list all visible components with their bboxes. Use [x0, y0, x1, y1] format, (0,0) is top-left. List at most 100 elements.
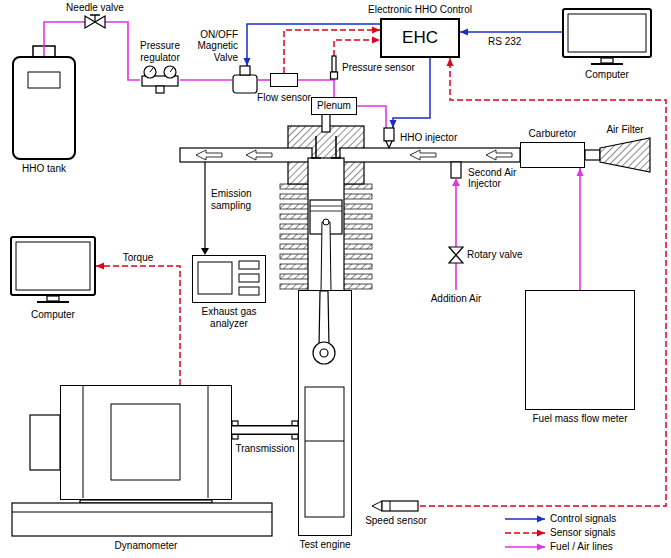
- arrow-head: [537, 544, 545, 551]
- monitor-stand: [37, 301, 69, 303]
- engine-crankcase-outline: [320, 349, 328, 357]
- node-label: HHO tank: [22, 163, 66, 175]
- speed-sensor-outline: [382, 501, 418, 511]
- pressure-sensor-outline: [330, 56, 338, 80]
- computer-monitor: Computer: [10, 236, 96, 296]
- engine-valves: [315, 136, 317, 158]
- gas-analyzer-outline: [239, 274, 259, 282]
- arrow-head: [537, 516, 545, 523]
- engine-crankcase-outline: [305, 441, 344, 442]
- node-label: Exhaust gas analyzer: [191, 306, 267, 329]
- node-label-holder: Carburetor: [529, 128, 577, 140]
- node-label-holder: ON/OFF Magnetic Valve: [178, 29, 238, 64]
- control-unit-box: Electronic HHO ControlEHC: [380, 18, 460, 58]
- node-label-holder: Computer: [585, 69, 629, 81]
- node-label: Pressure sensor: [342, 62, 415, 74]
- needle-valve-symbol: [90, 14, 100, 16]
- intake-pipe: [486, 150, 512, 160]
- node-label: Speed sensor: [365, 515, 427, 527]
- line-label: Torque: [121, 252, 156, 264]
- gas-tank: HHO tank: [12, 56, 76, 160]
- legend-label: Sensor signals: [550, 527, 616, 539]
- arrow-head: [96, 263, 104, 270]
- arrow-head: [372, 37, 380, 44]
- piston: [323, 219, 329, 225]
- engine-valves: [331, 157, 341, 159]
- speed-sensor-outline: [390, 501, 391, 511]
- gas-analyzer-outline: [239, 261, 259, 269]
- transmission-shaft: [232, 430, 298, 431]
- piston: [310, 200, 342, 292]
- arrow-head: [372, 27, 380, 34]
- dynamometer-body-outline: [61, 386, 233, 501]
- part-label: Emission sampling: [211, 188, 263, 211]
- arrow-head: [460, 29, 468, 36]
- node-label-holder: Test engine: [299, 539, 350, 551]
- engine-crankcase-outline: [299, 291, 353, 537]
- hho-injector-outline: [382, 128, 396, 148]
- legend-label-holder: Sensor signals: [550, 527, 616, 539]
- node-label: Carburetor: [529, 128, 577, 140]
- dynamometer-frame: [30, 415, 60, 470]
- intake-pipe: [340, 148, 520, 162]
- addition-air-pipe: [452, 178, 460, 290]
- second-air-injector-outline: [451, 162, 461, 178]
- gas-line: [357, 106, 386, 128]
- engine-crankcase-outline: [305, 387, 344, 517]
- node-label-holder: Pressure regulator: [134, 40, 186, 63]
- needle-valve-symbol: [95, 16, 105, 28]
- dynamometer-body: Dynamometer: [60, 385, 232, 500]
- gas-analyzer-outline: [239, 287, 259, 295]
- gas-tank-outline: [14, 58, 78, 162]
- node-label: HHO injector: [400, 132, 457, 144]
- arrow-head: [577, 168, 584, 176]
- second-air-injector-outline: [450, 162, 462, 178]
- arrow-head: [537, 530, 545, 537]
- needle-valve-symbol: [94, 15, 95, 22]
- pressure-sensor-outline: [331, 72, 338, 79]
- sensor-line: [96, 263, 180, 386]
- air-filter-outline: [600, 138, 650, 172]
- sampling-probe: [204, 162, 205, 248]
- magnetic-valve-outline: [233, 75, 257, 93]
- node-label-holder: Dynamometer: [115, 540, 178, 552]
- control-line: [460, 31, 562, 33]
- magnetic-valve-outline: [240, 66, 250, 75]
- gas-analyzer-outline: [193, 256, 267, 304]
- exhaust-pipe: [180, 148, 312, 162]
- piston: [321, 222, 331, 292]
- addition-air-pipe: [452, 178, 460, 186]
- computer-monitor-outline: [12, 238, 98, 298]
- transmission-shaft: [232, 425, 298, 435]
- node-label-holder: Speed sensor: [365, 515, 427, 527]
- sampling-probe: [201, 162, 209, 255]
- node-label-holder: HHO tank: [22, 163, 66, 175]
- speed-sensor: Speed sensor: [372, 500, 420, 512]
- rotary-valve-symbol: [449, 255, 463, 263]
- node-label: Electronic HHO Control: [368, 4, 472, 16]
- sensor-line: [420, 58, 666, 506]
- pressure-regulator-outline: [144, 66, 156, 78]
- arrow-head: [244, 58, 251, 66]
- piston: [310, 211, 342, 212]
- pressure-regulator-outline: [164, 66, 176, 78]
- needle-valve-symbol: [85, 15, 105, 28]
- magnetic-valve: ON/OFF Magnetic Valve: [232, 66, 258, 94]
- node-label: EHC: [402, 28, 438, 48]
- sensor-line: [334, 37, 380, 57]
- rotary-valve-symbol: [449, 247, 463, 255]
- engine-crankcase-outline: [319, 291, 329, 347]
- gas-line: [357, 106, 386, 128]
- second-air-injector: Second Air Injector: [450, 162, 462, 178]
- engine-valves: [311, 136, 341, 158]
- sensor-line: [420, 58, 666, 506]
- pressure-regulator-outline: [150, 68, 153, 72]
- sensor-line: [96, 266, 180, 385]
- fuel-line: [579, 168, 581, 290]
- part-label-holder: Emission sampling: [211, 188, 263, 211]
- computer-monitor-outline: [16, 242, 90, 290]
- pressure-regulator-outline: [140, 66, 180, 94]
- exhaust-pipe: [196, 150, 222, 160]
- pressure-regulator-outline: [156, 86, 164, 93]
- exhaust-pipe: [246, 150, 272, 160]
